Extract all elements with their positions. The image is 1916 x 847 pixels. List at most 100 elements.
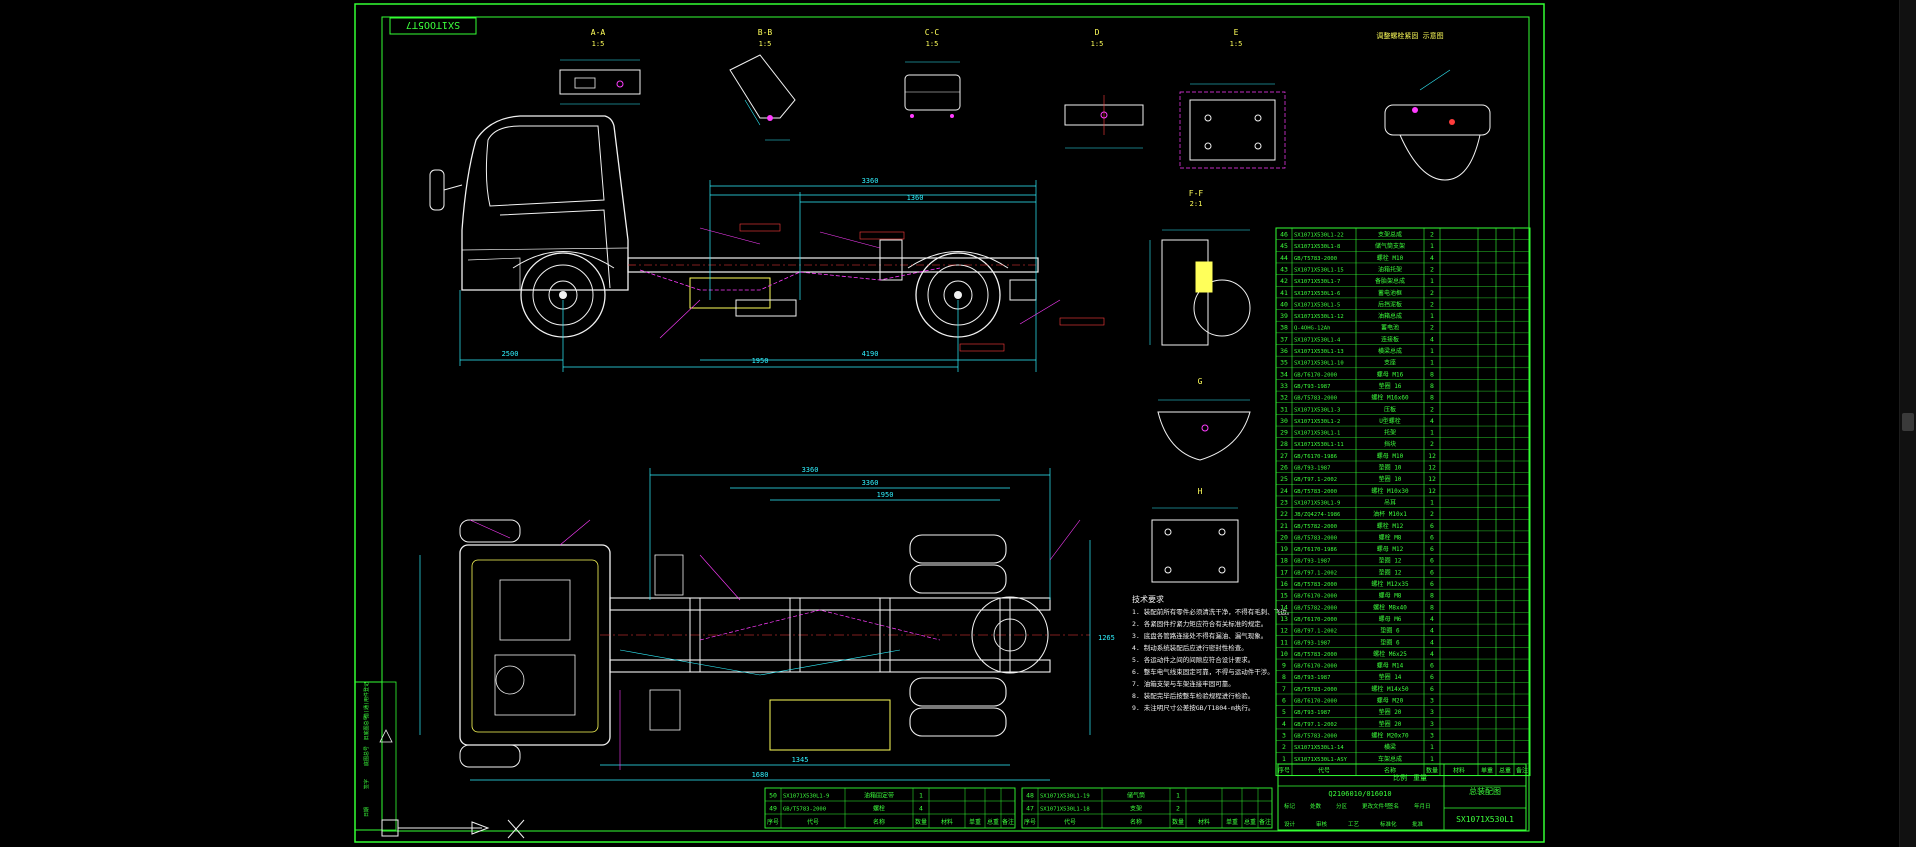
- bom-cell-no: 15: [1280, 592, 1288, 600]
- bom-header-cell: 代号: [1318, 766, 1330, 774]
- bom-cell-qty: 1: [1430, 347, 1434, 355]
- detail-view-g: G: [1157, 377, 1251, 461]
- bom-cell-code: GB/T5783-2000: [1294, 256, 1337, 262]
- bom-cell-qty: 8: [1430, 603, 1434, 611]
- bom-cell-name: 压板: [1384, 405, 1396, 413]
- bom-cell-qty: 12: [1428, 475, 1436, 483]
- bom-cell-no: 43: [1280, 265, 1288, 273]
- detail-view-a: A-A 1:5: [559, 28, 641, 105]
- bom-cell-code: SX1071X530L1-14: [1294, 745, 1344, 751]
- dim-4: 3360: [862, 177, 879, 185]
- bom-cell-no: 17: [1280, 568, 1288, 576]
- bom-cell-qty: 2: [1430, 300, 1434, 308]
- bom-cell-code: GB/T6170-2000: [1294, 617, 1337, 623]
- bom-cell-name: 螺栓 M16x60: [1371, 394, 1409, 402]
- sign-label: 标准化: [1380, 820, 1397, 828]
- bom-cell-no: 4: [1282, 720, 1286, 728]
- bom-cell-code: SX1071X530L1-11: [1294, 442, 1344, 448]
- bom-cell-no: 12: [1280, 627, 1288, 635]
- bom-cell-qty: 8: [1430, 394, 1434, 402]
- bom-cell-qty: 2: [1176, 805, 1180, 813]
- bom-cell-code: GB/T5782-2000: [1294, 605, 1337, 611]
- tech-req-line: 8. 装配完毕后按整车检验规程进行检验。: [1132, 691, 1254, 700]
- tech-requirements: 技术要求 1. 装配前所有零件必须清洗干净，不得有毛刺、飞边。2. 各紧固件拧紧…: [1132, 594, 1293, 712]
- bom-cell-qty: 4: [919, 805, 923, 813]
- bom-cell-code: GB/T5783-2000: [1294, 489, 1337, 495]
- bom-cell-qty: 2: [1430, 405, 1434, 413]
- bom-cell-name: 垫圈 12: [1379, 568, 1402, 576]
- bom-cell-no: 47: [1026, 805, 1034, 813]
- fuel-tank-top: [769, 699, 891, 751]
- bottom-bom-header-cell: 代号: [807, 818, 819, 826]
- detail-view-h: H: [1151, 487, 1239, 583]
- bom-cell-code: GB/T93-1987: [1294, 675, 1330, 681]
- bom-cell-no: 19: [1280, 545, 1288, 553]
- view-b-label: B-B: [758, 28, 773, 37]
- bom-cell-name: 螺母 M16: [1377, 370, 1404, 378]
- bom-cell-code: GB/T5783-2000: [1294, 733, 1337, 739]
- bottom-bom-header-cell: 名称: [873, 818, 885, 826]
- bom-cell-name: 垫圈 6: [1380, 638, 1400, 646]
- bom-cell-no: 45: [1280, 242, 1288, 250]
- bom-cell-name: 垫圈 10: [1379, 475, 1402, 483]
- bom-cell-qty: 6: [1430, 685, 1434, 693]
- vertical-scrollbar[interactable]: [1899, 0, 1916, 847]
- rear-dual-wheels: [909, 534, 1049, 737]
- bom-cell-qty: 12: [1428, 487, 1436, 495]
- bom-cell-name: 储气筒支架: [1375, 242, 1405, 250]
- revision-label: 标记: [1284, 802, 1296, 810]
- bom-cell-qty: 1: [1176, 792, 1180, 800]
- bom-cell-no: 42: [1280, 277, 1288, 285]
- dim-top-2: 3360: [862, 479, 879, 487]
- bom-cell-code: SX1071X530L1-7: [1294, 279, 1340, 285]
- bom-cell-code: SX1071X530L1-2: [1294, 419, 1340, 425]
- bom-cell-no: 25: [1280, 475, 1288, 483]
- bom-cell-no: 36: [1280, 347, 1288, 355]
- bom-cell-no: 18: [1280, 557, 1288, 565]
- view-a-scale: 1:5: [592, 40, 605, 48]
- bom-cell-no: 7: [1282, 685, 1286, 693]
- view-f-scale: 2:1: [1190, 200, 1203, 208]
- bom-cell-name: 螺栓 M8: [1379, 533, 1402, 541]
- tech-req-line: 3. 底盘各管路连接处不得有漏油、漏气现象。: [1132, 631, 1267, 640]
- bom-cell-name: 蓄电池框: [1378, 289, 1402, 297]
- bom-cell-no: 5: [1282, 708, 1286, 716]
- bom-cell-no: 22: [1280, 510, 1288, 518]
- bom-cell-code: SX1071X530L1-9: [1294, 500, 1340, 506]
- bom-cell-code: GB/T97.1-2002: [1294, 722, 1337, 728]
- bom-cell-qty: 6: [1430, 545, 1434, 553]
- bom-cell-name: 螺栓 M8x40: [1373, 603, 1407, 611]
- bom-cell-code: SX1071X530L1-1: [1294, 431, 1340, 437]
- sign-label: 设计: [1284, 820, 1296, 828]
- bom-cell-no: 10: [1280, 650, 1288, 658]
- title-drawing-number: SX1071X530L1: [1456, 815, 1514, 824]
- weight-label: 重量: [1413, 774, 1427, 782]
- bom-cell-qty: 1: [1430, 359, 1434, 367]
- detail-view-top-right: 调整螺栓紧固 示意图: [1376, 31, 1491, 181]
- bom-cell-qty: 1: [1430, 498, 1434, 506]
- bom-cell-code: GB/T6170-1986: [1294, 454, 1337, 460]
- dim-1: 2500: [502, 350, 519, 358]
- bottom-bom-header-cell: 材料: [941, 818, 953, 826]
- scrollbar-thumb[interactable]: [1902, 413, 1914, 431]
- bom-cell-qty: 4: [1430, 638, 1434, 646]
- bom-cell-qty: 1: [1430, 743, 1434, 751]
- bom-cell-qty: 8: [1430, 370, 1434, 378]
- dim-top-1: 3360: [802, 466, 819, 474]
- bom-cell-qty: 1: [1430, 277, 1434, 285]
- view-d-label: D: [1095, 28, 1100, 37]
- bom-cell-name: 螺母 M12: [1377, 545, 1404, 553]
- bottom-bom-header-cell: 总重: [1244, 818, 1256, 826]
- left-strip-label: 底图总号: [363, 746, 370, 766]
- tech-req-line: 5. 各运动件之间的间隙应符合设计要求。: [1132, 655, 1254, 664]
- bom-cell-no: 3: [1282, 731, 1286, 739]
